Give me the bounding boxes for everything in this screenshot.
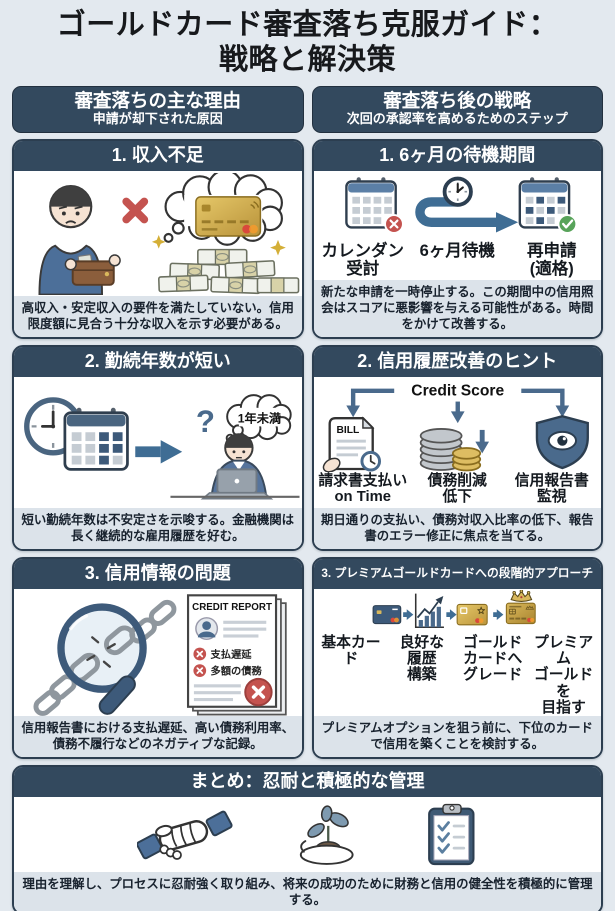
right-column-title: 審査落ち後の戦略 — [383, 89, 532, 111]
card-summary-caption: 理由を理解し、プロセスに忍耐強く取り組み、将来の成功のために財務と信用の健全性を… — [14, 872, 601, 911]
label-calendar-rejected: カレンダン 受討 — [321, 241, 405, 279]
card-tenure-title: 2. 勤続年数が短い — [14, 346, 302, 377]
credit-report-title: CREDIT REPORT — [192, 602, 272, 613]
broken-chain-magnifier-icon — [33, 599, 177, 716]
page-title-line2: 戦略と解決策 — [218, 44, 396, 77]
page-title-line1: ゴールドカード審査落ち克服ガイド： — [56, 9, 559, 41]
rejection-x-icon — [122, 197, 149, 224]
report-item-b: 多額の債務 — [211, 664, 263, 677]
debt-reduction-coins-icon — [419, 428, 489, 472]
card-tips-illustration: Credit Score BILL — [313, 376, 601, 509]
card-approach-caption: プレミアムオプションを狙う前に、下位のカードで信用を築くことを検討する。 — [313, 716, 601, 757]
label-six-month-wait: 6ヶ月待機 — [419, 241, 495, 260]
income-illustration-svg — [38, 172, 300, 295]
arrow-right-icon — [492, 608, 503, 620]
tenure-bubble: 1年未満 — [225, 394, 292, 443]
card-tenure-caption: 短い勤続年数は不安定さを示唆する。金融機関は長く継続的な雇用履歴を好む。 — [14, 508, 302, 549]
card-summary-illustration — [14, 796, 601, 873]
report-negative-item: 支払遅延 — [193, 647, 253, 661]
report-item-a: 支払遅延 — [210, 648, 253, 661]
checklist-clipboard-icon — [427, 803, 474, 866]
card-approach-illustration: 基本カード 良好な 履歴 構築 ゴールド カードへ グレード プレミアム ゴール… — [313, 588, 601, 717]
handshake-icon — [136, 810, 233, 860]
card-credit-issues: 3. 信用情報の問題 — [12, 556, 304, 759]
premium-gold-card-icon — [505, 602, 536, 624]
card-credit-issues-illustration: CREDIT REPORT 支払遅延 多額 — [14, 588, 302, 717]
gold-card-icon — [456, 603, 488, 625]
card-income-title: 1. 収入不足 — [14, 140, 302, 171]
arrow-right-icon — [135, 439, 183, 464]
card-waiting-caption: 新たな申請を一時停止する。この期間中の信用照会はスコアに悪影響を与える可能性があ… — [313, 280, 601, 337]
card-waiting-illustration: カレンダン 受討 6ヶ月待機 再申請 (適格) — [313, 170, 601, 281]
label-aim-premium: プレミアム ゴールドを 目指す — [533, 634, 594, 716]
calendar-icon — [63, 407, 129, 471]
card-income-illustration — [14, 170, 302, 297]
card-approach: 3. プレミアムゴールドカードへの段階的アプローチ — [311, 556, 603, 759]
card-tips-title: 2. 信用履歴改善のヒント — [313, 346, 601, 377]
left-column-subtitle: 申請が却下された原因 — [92, 110, 223, 126]
sparkle-icon — [151, 234, 166, 249]
card-tenure: 2. 勤続年数が短い — [12, 344, 304, 551]
approach-labels: 基本カード 良好な 履歴 構築 ゴールド カードへ グレード プレミアム ゴール… — [316, 635, 600, 716]
card-summary-title: まとめ：忍耐と積極的な管理 — [14, 766, 601, 797]
right-column-header: 審査落ち後の戦略 次回の承認率を高めるためのステップ — [311, 85, 603, 133]
calendar-approved-icon — [518, 177, 577, 234]
card-tips-caption: 期日通りの支払い、債務対収入比率の低下、報告書のエラー修正に焦点を当てる。 — [313, 508, 601, 549]
person-at-laptop — [170, 433, 300, 500]
approach-illustration-svg — [372, 589, 536, 628]
crown-icon — [509, 589, 532, 602]
gold-card-icon — [195, 196, 262, 237]
question-mark: ? — [196, 404, 215, 439]
label-pay-on-time: 請求書支払い on Time — [318, 473, 408, 506]
growth-chart-icon — [414, 593, 444, 628]
arrow-right-icon — [445, 608, 457, 620]
tips-illustration-svg: Credit Score BILL — [322, 383, 589, 473]
card-credit-tips: 2. 信用履歴改善のヒント Credit Score BILL — [311, 344, 603, 551]
card-waiting-title: 1. 6ヶ月の待機期間 — [313, 140, 601, 171]
label-monitor-report: 信用報告書 監視 — [514, 473, 589, 506]
bill-text: BILL — [336, 425, 359, 436]
credit-score-label: Credit Score — [411, 383, 504, 400]
card-summary: まとめ：忍耐と積極的な管理 — [12, 764, 603, 911]
left-column-title: 審査落ちの主な理由 — [74, 89, 241, 111]
card-income-caption: 高収入・安定収入の要件を満たしていない。信用限度額に見合う十分な収入を示す必要が… — [14, 296, 302, 337]
clock-icon — [442, 176, 473, 207]
waiting-illustration-svg — [344, 176, 577, 234]
credit-monitor-shield-icon — [535, 415, 589, 470]
cards-grid: 1. 収入不足 — [12, 138, 603, 759]
calendar-rejected-icon — [344, 177, 404, 234]
report-negative-item: 多額の債務 — [193, 664, 263, 677]
page-title: ゴールドカード審査落ち克服ガイド：戦略と解決策 — [12, 8, 603, 79]
growth-sprout-icon — [299, 805, 354, 865]
tenure-illustration-svg: ? 1年未満 — [24, 394, 300, 500]
credit-issues-illustration-svg: CREDIT REPORT 支払遅延 多額 — [33, 594, 287, 716]
basic-card-icon — [372, 604, 401, 624]
label-basic-card: 基本カード — [321, 634, 381, 668]
card-waiting-period: 1. 6ヶ月の待機期間 — [311, 138, 603, 339]
label-build-history: 良好な 履歴 構築 — [399, 634, 445, 684]
label-upgrade-gold: ゴールド カードへ グレード — [463, 634, 523, 684]
label-debt-reduction: 債務削減 低下 — [427, 473, 487, 506]
bill-payment-icon: BILL — [322, 416, 381, 473]
column-headers: 審査落ちの主な理由 申請が却下された原因 審査落ち後の戦略 次回の承認率を高める… — [12, 85, 603, 133]
right-column-subtitle: 次回の承認率を高めるためのステップ — [346, 110, 568, 126]
sparkle-icon — [270, 239, 286, 256]
card-tenure-illustration: ? 1年未満 — [14, 376, 302, 509]
money-pile-icon — [151, 234, 300, 294]
bubble-text: 1年未満 — [238, 410, 281, 425]
card-credit-issues-caption: 信用報告書における支払遅延、高い債務利用率、債務不履行などのネガティブな記録。 — [14, 716, 302, 757]
card-approach-title: 3. プレミアムゴールドカードへの段階的アプローチ — [313, 558, 601, 589]
tips-labels: 請求書支払い on Time 債務削減 低下 信用報告書 監視 — [316, 473, 600, 506]
card-credit-issues-title: 3. 信用情報の問題 — [14, 558, 302, 589]
label-reapply: 再申請 (適格) — [527, 241, 577, 279]
left-column-header: 審査落ちの主な理由 申請が却下された原因 — [12, 85, 304, 133]
person-with-wallet — [38, 184, 121, 295]
wait-arrow-icon — [414, 197, 518, 233]
arrow-right-icon — [402, 608, 413, 620]
card-income: 1. 収入不足 — [12, 138, 304, 339]
waiting-labels: カレンダン 受討 6ヶ月待機 再申請 (適格) — [316, 242, 600, 279]
credit-report-icon: CREDIT REPORT 支払遅延 多額 — [186, 594, 287, 716]
